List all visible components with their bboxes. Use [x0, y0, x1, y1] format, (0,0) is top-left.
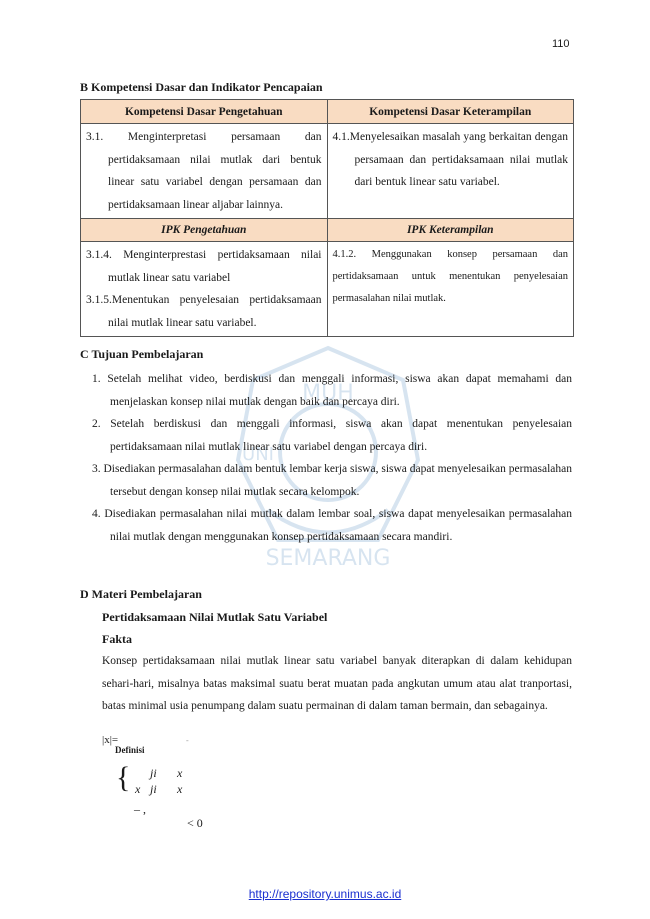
- repository-link[interactable]: http://repository.unimus.ac.id: [248, 887, 402, 901]
- watermark-top-text: MUH: [302, 381, 354, 406]
- formula-row2-c: x: [177, 782, 183, 796]
- section-d-title: D Materi Pembelajaran: [80, 587, 202, 601]
- formula-row1-a: ji: [150, 766, 157, 780]
- abs-value-label: |x|=: [102, 734, 119, 746]
- ipk-skill-header: IPK Keterampilan: [326, 218, 574, 242]
- watermark-bottom-text: SEMARANG: [266, 546, 391, 571]
- section-b-title: B Kompetensi Dasar dan Indikator Pencapa…: [80, 80, 323, 94]
- learning-goal-item: 4. Disediakan permasalahan nilai mutlak …: [92, 508, 572, 543]
- ipk-knowledge-item-1: 3.1.4. Menginterprestasi pertidaksamaan …: [86, 249, 322, 284]
- kd-skill-cell: 4.1.Menyelesaikan masalah yang berkaitan…: [326, 123, 574, 219]
- materi-subtitle: Pertidaksamaan Nilai Mutlak Satu Variabe…: [102, 610, 328, 624]
- ipk-skill-cell: 4.1.2. Menggunakan konsep persamaan dan …: [326, 241, 574, 337]
- fakta-paragraph: Konsep pertidaksamaan nilai mutlak linea…: [102, 655, 572, 712]
- kd-skill-text: 4.1.Menyelesaikan masalah yang berkaitan…: [332, 131, 569, 188]
- university-seal-watermark: MUH UNI SEMARANG: [235, 345, 421, 571]
- ipk-knowledge-cell: 3.1.4. Menginterprestasi pertidaksamaan …: [80, 241, 328, 337]
- ipk-knowledge-item-2: 3.1.5.Menentukan penyelesaian pertidaksa…: [86, 294, 322, 329]
- learning-goals-list: 1. Setelah melihat video, berdiskusi dan…: [92, 368, 572, 548]
- kd-knowledge-cell: 3.1. Menginterpretasi persamaan dan pert…: [80, 123, 328, 219]
- kd-knowledge-text: 3.1. Menginterpretasi persamaan dan pert…: [86, 131, 322, 211]
- definisi-label: Definisi: [115, 745, 145, 755]
- formula-row2-a: x: [135, 782, 141, 796]
- formula-less-than-zero: < 0: [187, 816, 203, 830]
- ipk-skill-item-1: 4.1.2. Menggunakan konsep persamaan dan …: [332, 249, 569, 304]
- formula-fragment-dot: -: [186, 736, 189, 745]
- section-c-title: C Tujuan Pembelajaran: [80, 347, 204, 361]
- brace-symbol: {: [116, 761, 131, 794]
- formula-row2-b: ji: [150, 782, 157, 796]
- watermark-side-text: UNI: [242, 444, 274, 465]
- learning-goal-item: 3. Disediakan permasalahan dalam bentuk …: [92, 463, 572, 498]
- competency-table: Kompetensi Dasar Pengetahuan Kompetensi …: [80, 99, 574, 337]
- learning-goal-item: 1. Setelah melihat video, berdiskusi dan…: [92, 373, 572, 408]
- learning-goal-item: 2. Setelah berdiskusi dan menggali infor…: [92, 418, 572, 453]
- page-number: 110: [552, 38, 570, 50]
- ipk-knowledge-header: IPK Pengetahuan: [80, 218, 328, 242]
- kd-knowledge-header: Kompetensi Dasar Pengetahuan: [80, 99, 328, 124]
- formula-row1-b: x: [177, 766, 183, 780]
- formula-row3: – ,: [134, 802, 146, 816]
- kd-skill-header: Kompetensi Dasar Keterampilan: [326, 99, 574, 124]
- fakta-title: Fakta: [102, 632, 132, 646]
- footer: http://repository.unimus.ac.id: [0, 887, 650, 901]
